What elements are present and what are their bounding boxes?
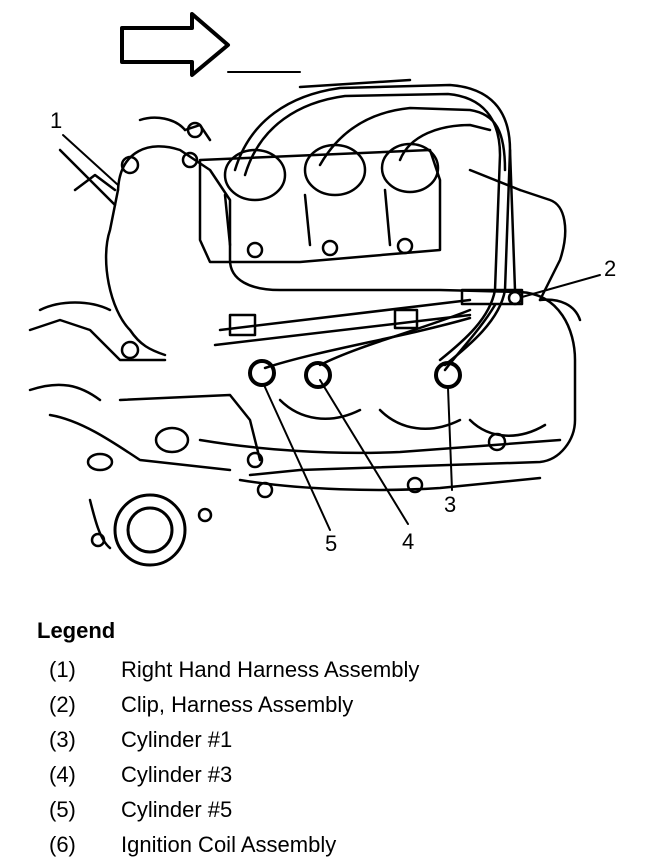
- legend-label: Cylinder #5: [121, 796, 233, 822]
- legend: Legend (1) Right Hand Harness Assembly (…: [37, 618, 419, 862]
- legend-number: (1): [49, 656, 76, 682]
- legend-number: (3): [49, 726, 76, 752]
- legend-item: (6) Ignition Coil Assembly: [37, 827, 419, 862]
- legend-label: Ignition Coil Assembly: [121, 831, 337, 857]
- legend-label: Right Hand Harness Assembly: [121, 656, 420, 682]
- legend-label: Cylinder #3: [121, 761, 233, 787]
- callout-3: 3: [444, 492, 456, 517]
- callout-leaders: [62, 134, 601, 531]
- legend-number: (4): [49, 761, 76, 787]
- spark-plug-harness: [233, 78, 517, 367]
- plug-wires: [213, 298, 497, 389]
- legend-title: Legend: [37, 618, 116, 643]
- legend-number: (5): [49, 796, 76, 822]
- engine-hardware: [58, 148, 507, 567]
- legend-item: (3) Cylinder #1: [37, 722, 419, 757]
- engine-harness-diagram: 1 2 3 4 5: [28, 12, 616, 567]
- legend-item: (5) Cylinder #5: [37, 792, 419, 827]
- callout-4: 4: [402, 529, 414, 554]
- legend-item: (2) Clip, Harness Assembly: [37, 687, 419, 722]
- legend-number: (6): [49, 831, 76, 857]
- legend-label: Cylinder #1: [121, 726, 233, 752]
- direction-arrow-icon: [120, 12, 230, 77]
- legend-number: (2): [49, 691, 76, 717]
- engine-block: [28, 116, 582, 492]
- legend-item: (4) Cylinder #3: [37, 757, 419, 792]
- ignition-coil-assembly: [120, 121, 442, 264]
- callout-2: 2: [604, 256, 616, 281]
- legend-label: Clip, Harness Assembly: [121, 691, 354, 717]
- legend-item: (1) Right Hand Harness Assembly: [37, 652, 419, 687]
- callout-5: 5: [325, 531, 337, 556]
- callout-1: 1: [50, 108, 62, 133]
